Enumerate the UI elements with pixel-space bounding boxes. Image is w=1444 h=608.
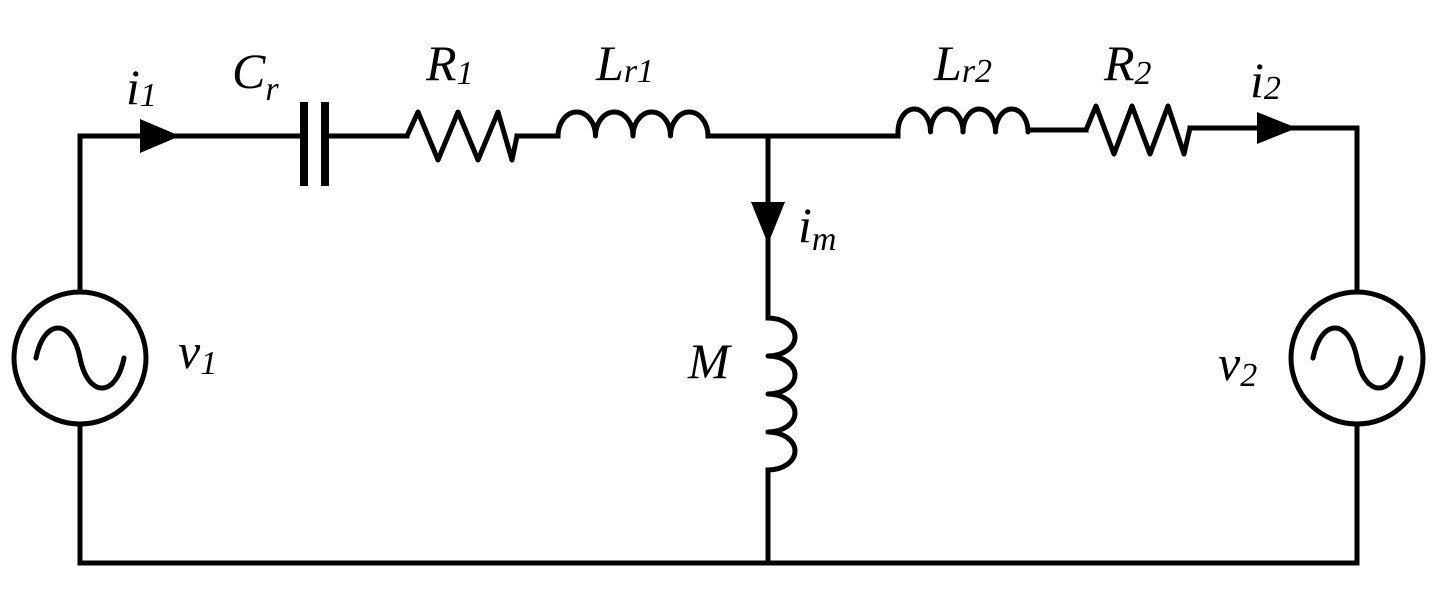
label-lr2: Lr2 bbox=[933, 35, 992, 91]
resistor-r1 bbox=[404, 109, 520, 163]
inductor-m bbox=[765, 315, 798, 473]
resistor-r2 bbox=[1083, 103, 1193, 157]
arrow-i1-icon bbox=[140, 119, 180, 153]
arrow-im-icon bbox=[751, 202, 785, 244]
arrow-i2-icon bbox=[1257, 112, 1297, 144]
label-im: im bbox=[798, 197, 836, 258]
label-i2: i2 bbox=[1250, 52, 1281, 108]
inductor-lr1 bbox=[555, 109, 711, 139]
ac-source-right-circle bbox=[1288, 289, 1426, 427]
label-v2: v2 bbox=[1218, 335, 1257, 394]
label-cr: Cr bbox=[232, 43, 279, 108]
label-m: M bbox=[687, 333, 732, 389]
sine-wave-icon bbox=[33, 325, 127, 391]
inductor-lr2 bbox=[895, 106, 1031, 135]
sine-wave-icon bbox=[1310, 325, 1404, 391]
ac-source-left bbox=[11, 289, 149, 427]
label-r1: R1 bbox=[425, 35, 474, 92]
capacitor-cr bbox=[300, 102, 329, 186]
label-i1: i1 bbox=[126, 59, 157, 115]
wires bbox=[77, 125, 1360, 566]
wire-node-to-lr2 bbox=[765, 129, 901, 139]
wire-r2-to-right bbox=[1187, 125, 1360, 295]
label-lr1: Lr1 bbox=[595, 35, 654, 91]
ac-source-left-circle bbox=[11, 289, 149, 427]
label-v1: v1 bbox=[178, 323, 217, 382]
label-r2: R2 bbox=[1103, 35, 1152, 92]
ac-source-right bbox=[1288, 289, 1426, 427]
